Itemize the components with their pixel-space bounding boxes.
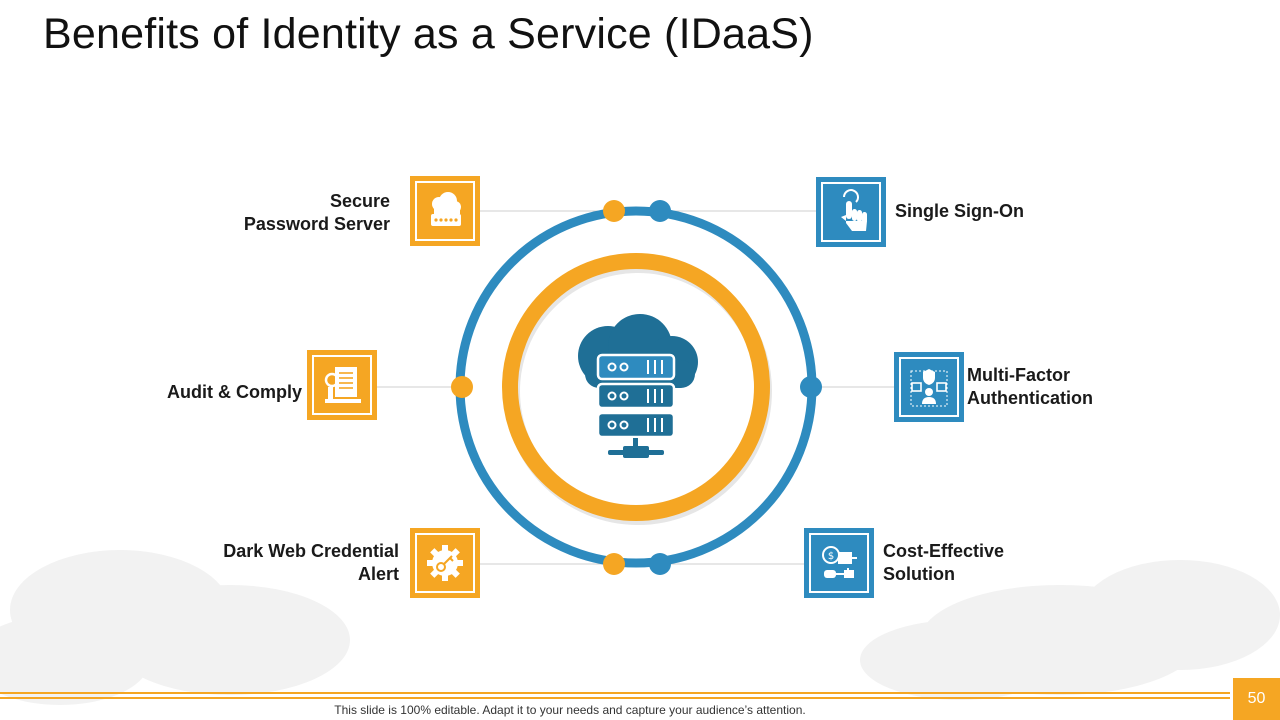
ring-dot-blue (800, 376, 822, 398)
slide-title: Benefits of Identity as a Service (IDaaS… (43, 10, 814, 58)
cloud-password-icon (431, 192, 461, 226)
touch-hand-icon (841, 189, 867, 231)
tile-multi-factor-authentication (894, 352, 964, 422)
tile-secure-password-server (410, 176, 480, 246)
footer-note: This slide is 100% editable. Adapt it to… (334, 703, 806, 717)
label-single-sign-on: Single Sign-On (895, 201, 1024, 221)
tile-audit-comply (307, 350, 377, 420)
tile-single-sign-on (816, 177, 886, 247)
footer-lines (0, 692, 1230, 704)
ring-dot-blue (649, 200, 671, 222)
page-number-badge: 50 (1233, 678, 1280, 720)
label-multi-factor-authentication: Multi-Factor Authentication (967, 365, 1093, 408)
user-verification-icon (910, 369, 948, 407)
gear-key-icon (427, 545, 463, 581)
connector-lines (376, 210, 896, 565)
label-audit-comply: Audit & Comply (167, 382, 302, 402)
money-plug-icon: $ (822, 546, 857, 578)
label-cost-effective-solution: Cost-Effective Solution (883, 541, 1005, 584)
tile-dark-web-credential-alert (410, 528, 480, 598)
cloud-server-icon (578, 314, 698, 458)
ring-dot-orange (603, 200, 625, 222)
svg-text:$: $ (828, 551, 834, 562)
ring-dot-orange (451, 376, 473, 398)
tile-cost-effective-solution: $ (804, 528, 874, 598)
ring-dot-orange (603, 553, 625, 575)
audit-document-icon (324, 367, 361, 403)
label-dark-web-credential-alert: Dark Web Credential Alert (223, 541, 399, 584)
inner-ring (502, 253, 770, 521)
ring-dot-blue (649, 553, 671, 575)
label-secure-password-server: Secure Password Server (243, 191, 390, 234)
